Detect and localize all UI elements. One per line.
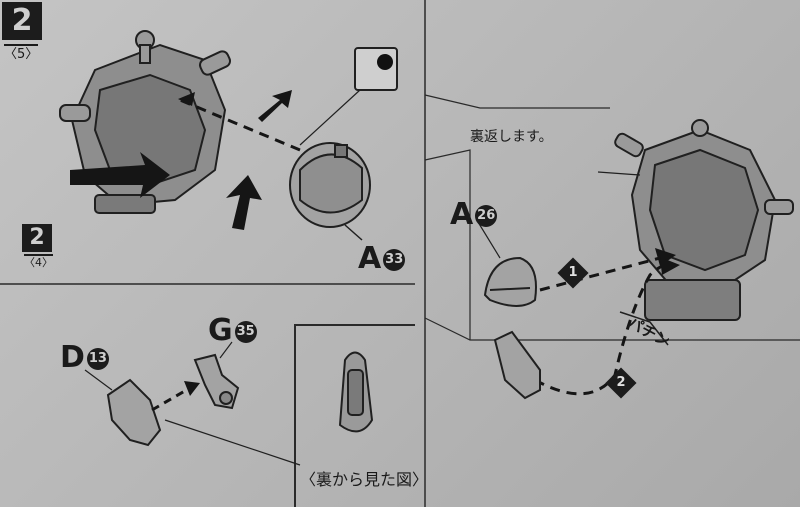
part-number-badge: 26 [475,204,498,227]
snap-bracket [619,311,669,346]
part-g35-shape [193,353,240,410]
part-letter: D [60,340,85,375]
part-a26-shape [483,256,537,307]
part-number-badge: 33 [383,248,406,271]
sequence-number: 2 [616,375,626,390]
part-letter: A [358,241,382,276]
leader-step-1 [539,256,661,292]
part-number-badge: 35 [234,320,257,343]
part-d13-shape [106,378,162,447]
part-number-badge: 13 [86,347,109,370]
note-flip-over: 裏返します。 [470,129,553,145]
part-wedge-right [493,330,541,400]
sequence-number: 1 [568,265,578,280]
note-view-from-back: 〈裏から見た図〉 [300,470,429,489]
step-sub-label: 〈5〉 [4,44,39,61]
mini-step-sub-label: 〈4〉 [24,254,53,269]
part-back-view [338,351,374,433]
detail-box [354,47,398,91]
part-letter: G [208,313,233,348]
mini-step-badge: 2 [22,224,52,252]
sequence-marker-2: 2 [605,367,637,399]
sequence-marker-1: 1 [557,257,589,289]
head-assembly-right [614,119,794,321]
leader-step-2 [534,263,669,396]
part-letter: A [450,197,474,232]
head-assembly-left [59,30,232,214]
part-a33-shape [289,142,371,228]
step-number-badge: 2 [2,2,42,40]
rotation-arrows [70,90,292,230]
leader-a33 [179,98,301,152]
